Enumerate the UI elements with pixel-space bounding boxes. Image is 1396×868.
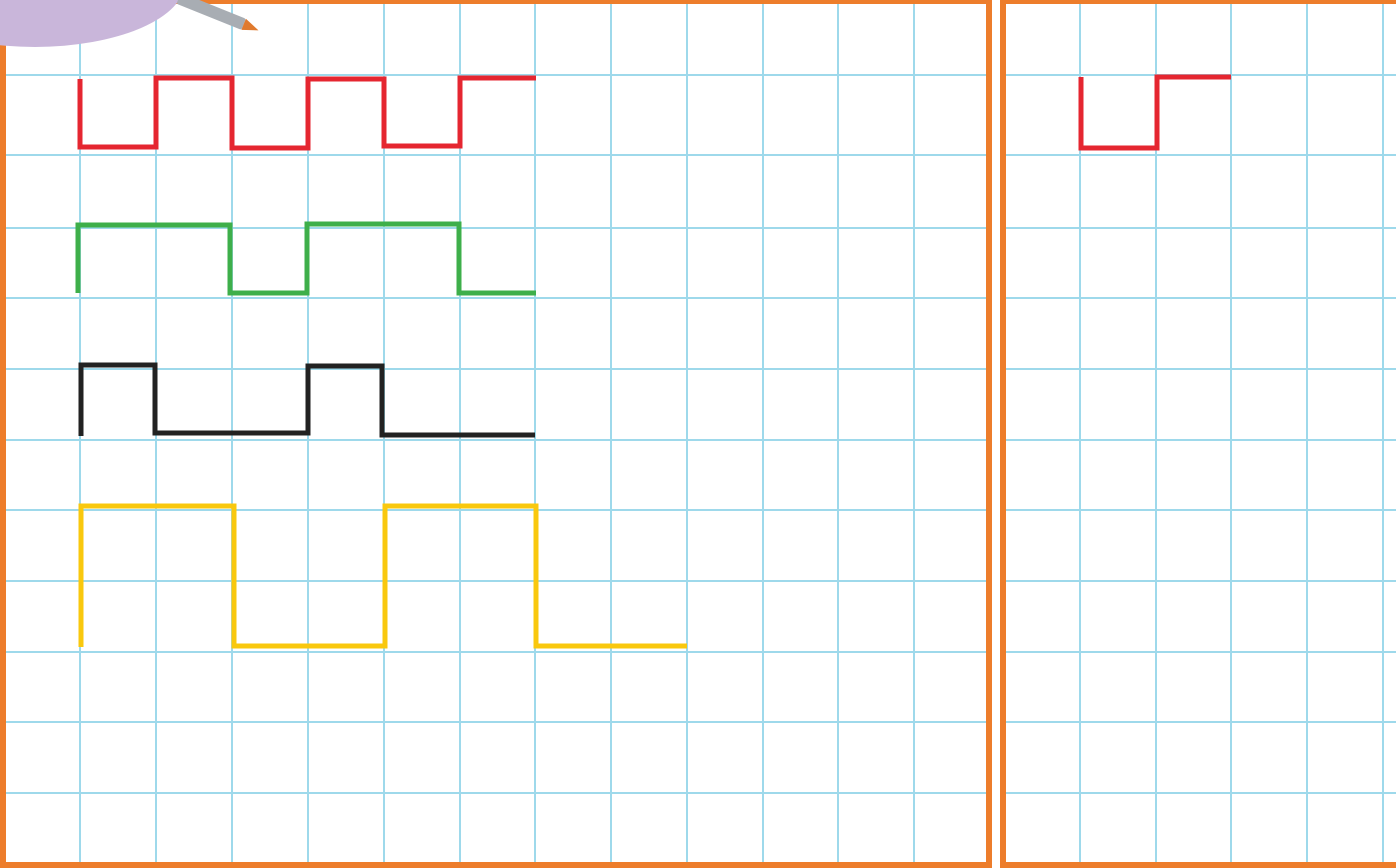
practice-panel-frame [1003,1,1396,865]
green-square-wave [78,224,536,293]
yellow-square-wave [81,506,687,647]
red-start-trace [1081,77,1231,148]
practice-traces [1081,77,1231,148]
red-square-wave [80,78,536,148]
pencil-icon [177,0,261,36]
corner-badge [0,0,261,47]
black-square-wave [81,365,535,436]
badge-circle [0,0,185,47]
practice-grid [1006,4,1396,862]
example-traces [78,78,687,647]
